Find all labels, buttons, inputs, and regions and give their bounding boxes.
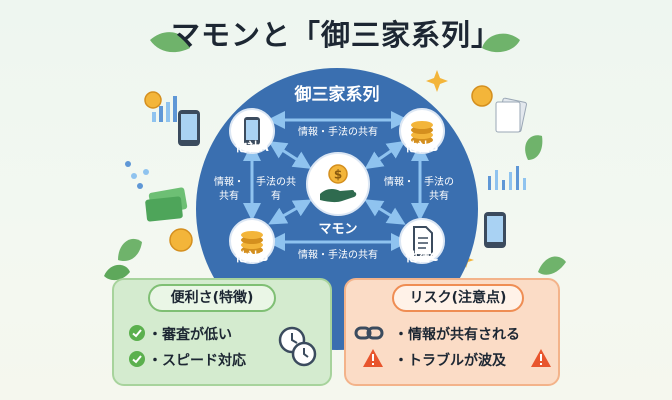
- edge-center-b2-arrow: [268, 199, 312, 225]
- smartphone-icon: [244, 117, 260, 145]
- coin-icon: [471, 85, 493, 107]
- candlestick-icon: [488, 166, 526, 190]
- edge-label-top: 情報・手法の共有: [298, 127, 378, 138]
- center-label: マモン: [318, 222, 358, 237]
- warning-icon: [363, 349, 383, 367]
- leaf-icon: [482, 33, 520, 53]
- page-title: マモンと「御三家系列」: [170, 18, 501, 52]
- leaf-icon: [118, 238, 142, 262]
- document-icon: [413, 226, 433, 256]
- risks-title: リスク(注意点): [392, 284, 524, 312]
- document-stack-icon: [495, 97, 527, 133]
- coins-icon: [241, 231, 263, 254]
- leaf-icon: [150, 32, 190, 53]
- edge-center-a-arrow: [268, 141, 312, 169]
- edge-label-left-inner: 手法の共有: [256, 177, 296, 202]
- check-icon: [129, 351, 145, 367]
- chain-link-icon: [354, 326, 384, 340]
- edge-label-right-outer: 手法の共有: [424, 177, 454, 202]
- check-icon: [129, 325, 145, 341]
- leaf-icon: [538, 256, 566, 275]
- hand-coin-icon: $: [320, 164, 357, 203]
- benefit-item: ・審査が低い: [148, 327, 232, 343]
- node-label-company-b-lower: 他社B: [235, 250, 269, 264]
- hub-title: 御三家系列: [294, 85, 380, 105]
- edge-label-right-inner: 情報・: [384, 177, 414, 188]
- leaf-icon: [525, 135, 543, 160]
- center-node-mamon: $: [306, 152, 370, 216]
- edge-center-b-arrow: [364, 140, 406, 170]
- edge-center-c-arrow: [364, 199, 406, 225]
- sparkle-icon: [426, 70, 448, 92]
- warning-icon: [531, 349, 551, 367]
- node-label-company-c: 他社C: [405, 250, 439, 264]
- dot-chart-icon: [125, 161, 149, 189]
- coins-icon: [411, 121, 433, 144]
- risk-item: ・情報が共有される: [394, 327, 520, 343]
- edge-label-left-outer: 情報・共有: [214, 177, 244, 202]
- leaf-icon: [104, 264, 130, 281]
- node-company-c: [399, 218, 445, 264]
- bar-chart-icon: [152, 96, 177, 122]
- node-company-b: [399, 108, 445, 154]
- svg-text:$: $: [334, 168, 342, 182]
- coin-icon: [144, 91, 162, 109]
- benefits-title: 便利さ(特徴): [148, 284, 276, 312]
- edge-label-bottom: 情報・手法の共有: [298, 250, 378, 261]
- risk-item: ・トラブルが波及: [394, 353, 506, 369]
- phone-icon: [484, 212, 506, 248]
- node-company-b-lower: [229, 218, 275, 264]
- coin-icon: [169, 228, 193, 252]
- phone-icon: [178, 110, 200, 146]
- node-company-a: [229, 108, 275, 154]
- node-label-company-a: 他社A: [235, 140, 269, 154]
- cash-icon: [145, 187, 188, 222]
- node-label-company-b: 他社B: [405, 140, 439, 154]
- benefit-item: ・スピード対応: [148, 353, 246, 369]
- clock-icon: [278, 326, 317, 367]
